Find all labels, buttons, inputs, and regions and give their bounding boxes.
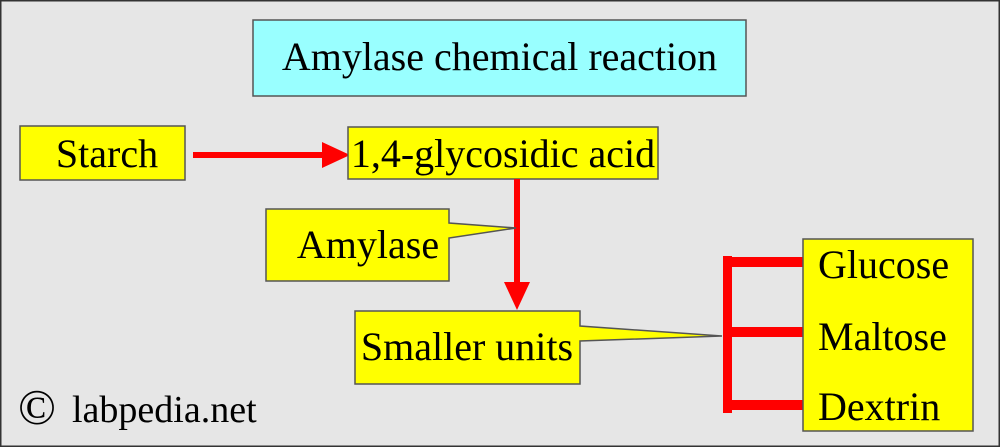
bond-to-smaller-arrow [504, 179, 530, 310]
products-bracket [723, 256, 806, 413]
title-text: Amylase chemical reaction [282, 34, 717, 79]
products-box: Glucose Maltose Dextrin [802, 238, 974, 432]
bond-box: 1,4-glycosidic acid [347, 126, 659, 180]
smaller-units-callout: Smaller units [354, 310, 723, 385]
copyright-icon: © [18, 379, 56, 435]
smaller-units-text: Smaller units [361, 324, 573, 369]
enzyme-text: Amylase [297, 222, 439, 267]
watermark: © labpedia.net [18, 379, 257, 435]
product-maltose: Maltose [818, 314, 947, 359]
starch-text: Starch [56, 131, 158, 176]
product-glucose: Glucose [818, 242, 949, 287]
title-box: Amylase chemical reaction [252, 19, 747, 97]
watermark-text: labpedia.net [72, 389, 257, 431]
product-dextrin: Dextrin [818, 384, 940, 429]
starch-to-bond-arrow [193, 142, 350, 168]
bond-text: 1,4-glycosidic acid [351, 131, 655, 176]
starch-box: Starch [19, 125, 186, 181]
enzyme-callout: Amylase [265, 208, 517, 282]
